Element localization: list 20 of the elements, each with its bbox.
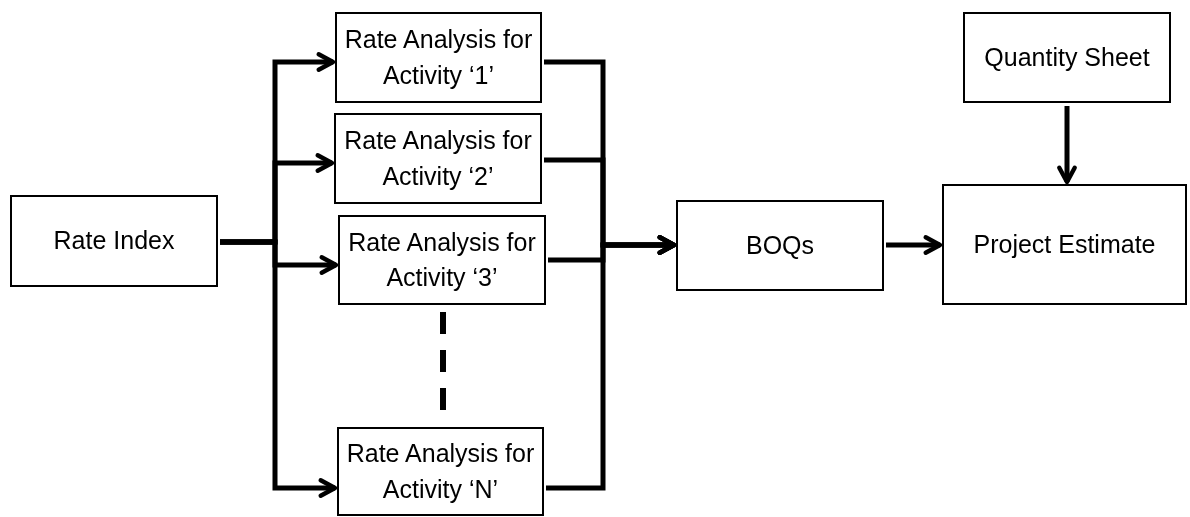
process-box <box>942 184 1187 305</box>
box-label: Rate Analysis for Activity ‘N’ <box>345 438 536 505</box>
process-box <box>338 215 546 305</box>
arrow <box>220 239 338 498</box>
process-box <box>335 12 542 103</box>
box-label: Rate Analysis for Activity ‘2’ <box>343 125 533 192</box>
process-box <box>963 12 1171 103</box>
box-label: Rate Index <box>52 225 176 257</box>
process-box <box>676 200 884 291</box>
box-label: BOQs <box>744 229 816 261</box>
process-box <box>10 195 218 287</box>
box-label: Project Estimate <box>972 228 1157 260</box>
box-label: Rate Analysis for Activity ‘1’ <box>343 24 534 91</box>
arrow <box>546 235 677 491</box>
box-label: Rate Analysis for Activity ‘3’ <box>347 226 537 293</box>
arrow <box>1057 106 1077 185</box>
process-box <box>337 427 544 516</box>
box-label: Quantity Sheet <box>983 41 1151 73</box>
process-box <box>334 113 542 204</box>
arrow <box>886 235 943 255</box>
